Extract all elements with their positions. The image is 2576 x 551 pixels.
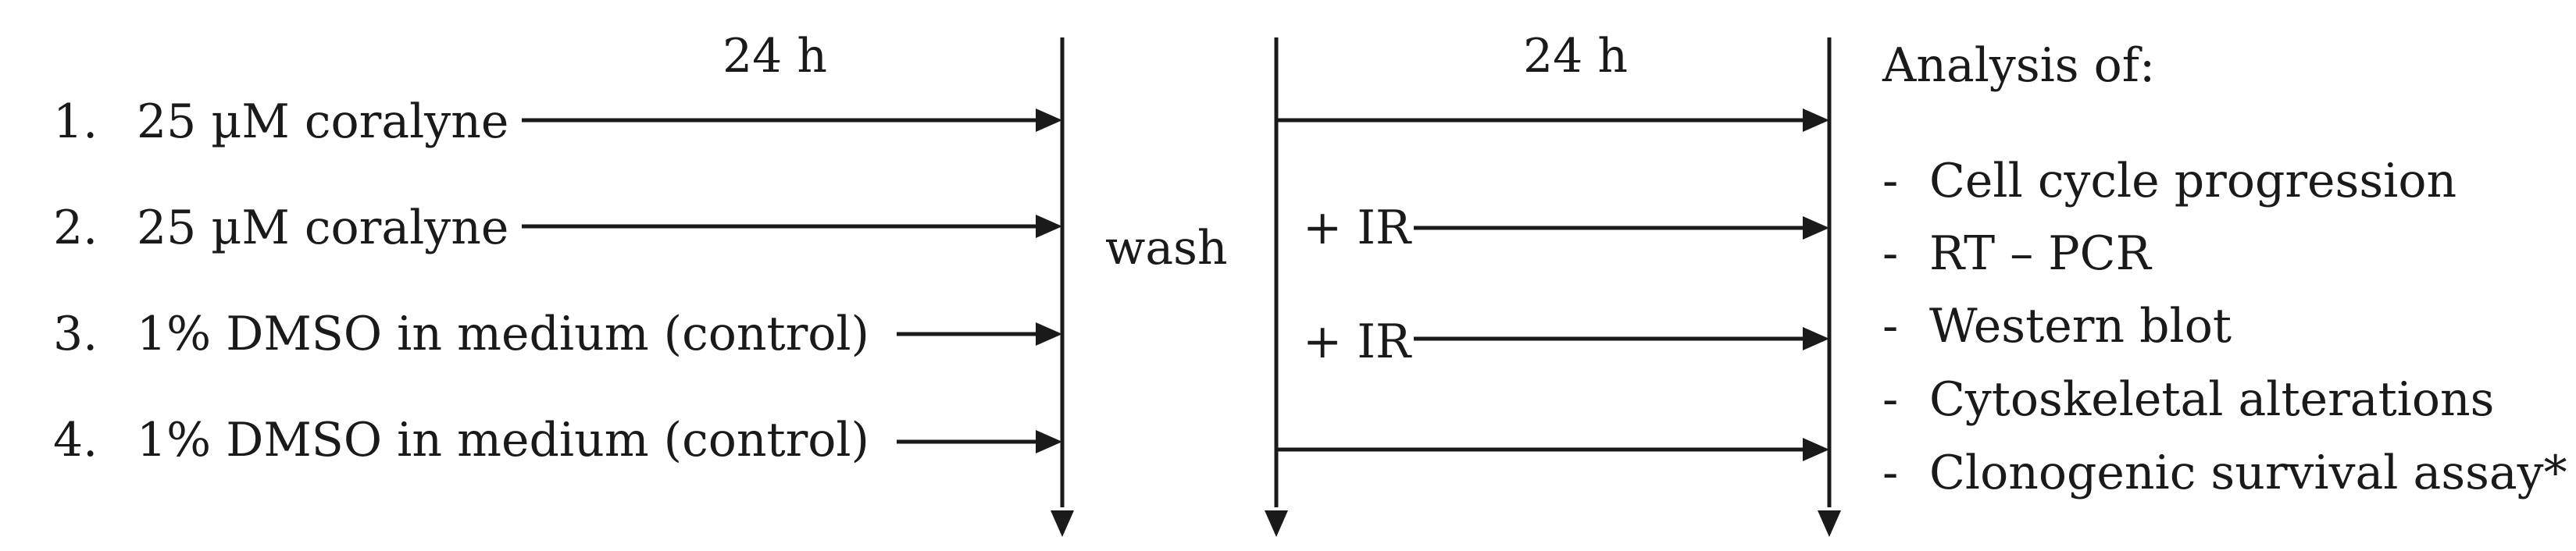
treatment-1-label: 25 µM coralyne bbox=[137, 94, 509, 149]
analysis-item-rt-pcr: RT – PCR bbox=[1929, 226, 2151, 281]
analysis-bullet-3: - bbox=[1882, 299, 1899, 354]
treatment-2-label: 25 µM coralyne bbox=[137, 201, 509, 255]
analysis-bullet-4: - bbox=[1882, 372, 1899, 427]
timeline-arrowhead-2 bbox=[1265, 510, 1288, 537]
treatment-1-number: 1. bbox=[53, 94, 98, 149]
treatment-4-label: 1% DMSO in medium (control) bbox=[137, 413, 869, 467]
analysis-item-western-blot: Western blot bbox=[1929, 299, 2232, 354]
analysis-bullet-5: - bbox=[1882, 446, 1899, 500]
phase2-arrowhead-1 bbox=[1803, 108, 1829, 132]
phase2-duration-label: 24 h bbox=[1523, 29, 1629, 84]
timeline-arrowhead-1 bbox=[1051, 510, 1074, 537]
treatment-3-label: 1% DMSO in medium (control) bbox=[137, 307, 869, 361]
phase1-arrowhead-3 bbox=[1036, 322, 1062, 346]
row-2-ir-label: + IR bbox=[1303, 201, 1411, 255]
phase2-arrowhead-2 bbox=[1803, 216, 1829, 240]
analysis-item-cell-cycle: Cell cycle progression bbox=[1929, 154, 2457, 208]
phase2-arrowhead-4 bbox=[1803, 438, 1829, 461]
phase1-arrowhead-4 bbox=[1036, 430, 1062, 453]
phase2-arrowhead-3 bbox=[1803, 327, 1829, 350]
phase1-arrowhead-1 bbox=[1036, 108, 1062, 132]
wash-label: wash bbox=[1105, 221, 1228, 276]
timeline-arrowhead-3 bbox=[1818, 510, 1841, 537]
treatment-4-number: 4. bbox=[53, 413, 98, 467]
phase1-arrowhead-2 bbox=[1036, 215, 1062, 238]
treatment-3-number: 3. bbox=[53, 307, 98, 361]
analysis-bullet-2: - bbox=[1882, 226, 1899, 281]
analysis-title: Analysis of: bbox=[1882, 38, 2156, 93]
row-3-ir-label: + IR bbox=[1303, 315, 1411, 369]
analysis-item-clonogenic: Clonogenic survival assay* bbox=[1929, 446, 2567, 500]
treatment-2-number: 2. bbox=[53, 201, 98, 255]
analysis-item-cytoskeletal: Cytoskeletal alterations bbox=[1929, 372, 2495, 427]
phase1-duration-label: 24 h bbox=[722, 29, 828, 84]
analysis-bullet-1: - bbox=[1882, 154, 1899, 208]
